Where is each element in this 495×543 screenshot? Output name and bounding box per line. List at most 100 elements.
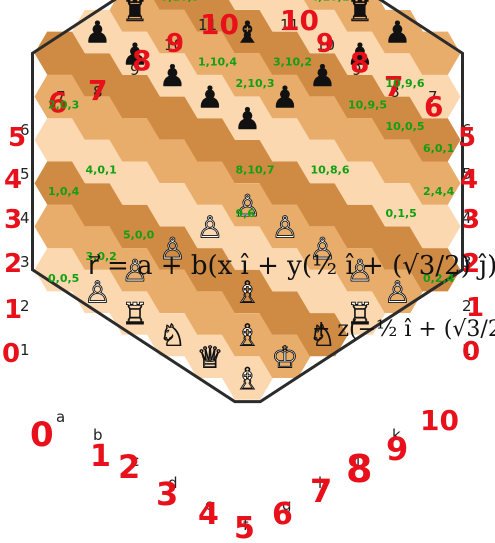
white-pawn-icon[interactable]: ♙ (121, 253, 149, 289)
white-queen-icon[interactable]: ♕ (196, 340, 224, 376)
board-cell-g7[interactable] (259, 74, 311, 119)
black-knight-icon[interactable]: ♞ (309, 0, 336, 7)
white-bishop-icon[interactable]: ♗ (234, 275, 262, 311)
board-cell-a3[interactable] (34, 161, 86, 205)
black-pawn-icon[interactable]: ♟ (346, 37, 374, 72)
black-bishop-icon[interactable]: ♝ (234, 15, 261, 51)
board-cell-i8[interactable] (334, 0, 386, 32)
board-cell-c8[interactable] (109, 0, 161, 32)
black-pawn-icon[interactable]: ♟ (271, 80, 299, 116)
board-cell-g6[interactable] (259, 118, 311, 162)
board-cell-k5[interactable] (372, 96, 423, 140)
board-cell-e1[interactable] (184, 334, 236, 378)
board-cell-g9[interactable] (259, 0, 311, 32)
board-cell-h9[interactable] (297, 0, 348, 10)
board-cell-f5[interactable] (222, 183, 273, 227)
black-rook-icon[interactable]: ♜ (346, 0, 374, 29)
board-cell-g4[interactable] (259, 204, 311, 249)
board-cell-e5[interactable] (184, 161, 236, 205)
black-rook-icon[interactable]: ♜ (121, 0, 149, 29)
black-pawn-icon[interactable]: ♟ (196, 80, 224, 116)
board-cell-f3[interactable] (222, 269, 273, 313)
board-cell-g2[interactable] (259, 291, 311, 335)
white-pawn-icon[interactable]: ♙ (309, 232, 337, 268)
board-cell-d1[interactable] (147, 313, 198, 357)
board-cell-e9[interactable] (184, 0, 236, 32)
board-cell-c2[interactable] (109, 248, 161, 292)
black-pawn-icon[interactable]: ♟ (159, 59, 186, 94)
board-cell-e6[interactable] (184, 118, 236, 162)
board-cell-b2[interactable] (72, 226, 123, 270)
board-cell-c5[interactable] (109, 118, 161, 162)
black-knight-icon[interactable]: ♞ (159, 0, 186, 7)
board-cell-c1[interactable] (109, 291, 161, 335)
board-cell-d9[interactable] (147, 0, 198, 10)
white-pawn-icon[interactable]: ♙ (196, 210, 224, 246)
board-cell-f7[interactable] (222, 96, 273, 140)
board-cell-b6[interactable] (72, 53, 123, 97)
board-cell-d3[interactable] (147, 226, 198, 270)
board-cell-k2[interactable] (372, 226, 423, 270)
board-cell-d2[interactable] (147, 269, 198, 313)
board-cell-k4[interactable] (372, 139, 423, 184)
board-cell-e3[interactable] (184, 248, 236, 292)
board-cell-f9[interactable] (222, 10, 273, 54)
board-cell-h6[interactable] (297, 96, 348, 140)
white-bishop-icon[interactable]: ♗ (234, 362, 262, 398)
white-pawn-icon[interactable]: ♙ (84, 275, 112, 311)
board-cell-a4[interactable] (34, 118, 86, 162)
board-cell-i6[interactable] (334, 74, 386, 119)
board-cell-i5[interactable] (334, 118, 386, 162)
white-knight-icon[interactable]: ♘ (309, 318, 337, 354)
board-cell-h8[interactable] (297, 10, 348, 54)
board-cell-d8[interactable] (147, 10, 198, 54)
board-cell-h2[interactable] (297, 269, 348, 313)
board-cell-g1[interactable] (259, 334, 311, 378)
white-pawn-icon[interactable]: ♙ (159, 232, 187, 268)
white-pawn-icon[interactable]: ♙ (384, 275, 412, 311)
board-cell-k3[interactable] (372, 183, 423, 227)
black-pawn-icon[interactable]: ♟ (384, 15, 411, 51)
board-cell-c3[interactable] (109, 204, 161, 249)
board-cell-h1[interactable] (297, 313, 348, 357)
board-cell-b3[interactable] (72, 183, 123, 227)
board-cell-e2[interactable] (184, 291, 236, 335)
black-pawn-icon[interactable]: ♟ (121, 37, 149, 72)
board-cell-g5[interactable] (259, 161, 311, 205)
board-cell-a2[interactable] (34, 204, 86, 249)
board-cell-e4[interactable] (184, 204, 236, 249)
board-cell-e7[interactable] (184, 74, 236, 119)
board-cell-l3[interactable] (409, 161, 461, 205)
black-bishop-icon[interactable]: ♝ (234, 0, 261, 7)
white-rook-icon[interactable]: ♖ (121, 297, 149, 333)
board-cell-l5[interactable] (409, 74, 461, 119)
board-cell-l4[interactable] (409, 118, 461, 162)
board-cell-c6[interactable] (109, 74, 161, 119)
board-cell-f8[interactable] (222, 53, 273, 97)
board-cell-h5[interactable] (297, 139, 348, 184)
board-cell-c4[interactable] (109, 161, 161, 205)
board-cell-d6[interactable] (147, 96, 198, 140)
board-cell-f10[interactable] (222, 0, 273, 10)
black-pawn-icon[interactable]: ♟ (84, 15, 111, 51)
board-cell-l2[interactable] (409, 204, 461, 249)
board-cell-b4[interactable] (72, 139, 123, 184)
board-cell-h4[interactable] (297, 183, 348, 227)
board-cell-i2[interactable] (334, 248, 386, 292)
board-cell-g8[interactable] (259, 31, 311, 75)
white-bishop-icon[interactable]: ♗ (234, 318, 262, 354)
board-cell-g3[interactable] (259, 248, 311, 292)
board-cell-d5[interactable] (147, 139, 198, 184)
white-pawn-icon[interactable]: ♙ (346, 253, 374, 289)
white-king-icon[interactable]: ♔ (271, 340, 299, 376)
board-cell-i3[interactable] (334, 204, 386, 249)
board-cell-k6[interactable] (372, 53, 423, 97)
white-pawn-icon[interactable]: ♙ (271, 210, 299, 246)
board-cell-e8[interactable] (184, 31, 236, 75)
white-pawn-icon[interactable]: ♙ (234, 188, 262, 224)
board-cell-d4[interactable] (147, 183, 198, 227)
board-cell-f2[interactable] (222, 313, 273, 357)
board-cell-a5[interactable] (34, 74, 86, 119)
board-cell-c7[interactable] (109, 31, 161, 75)
board-cell-i1[interactable] (334, 291, 386, 335)
